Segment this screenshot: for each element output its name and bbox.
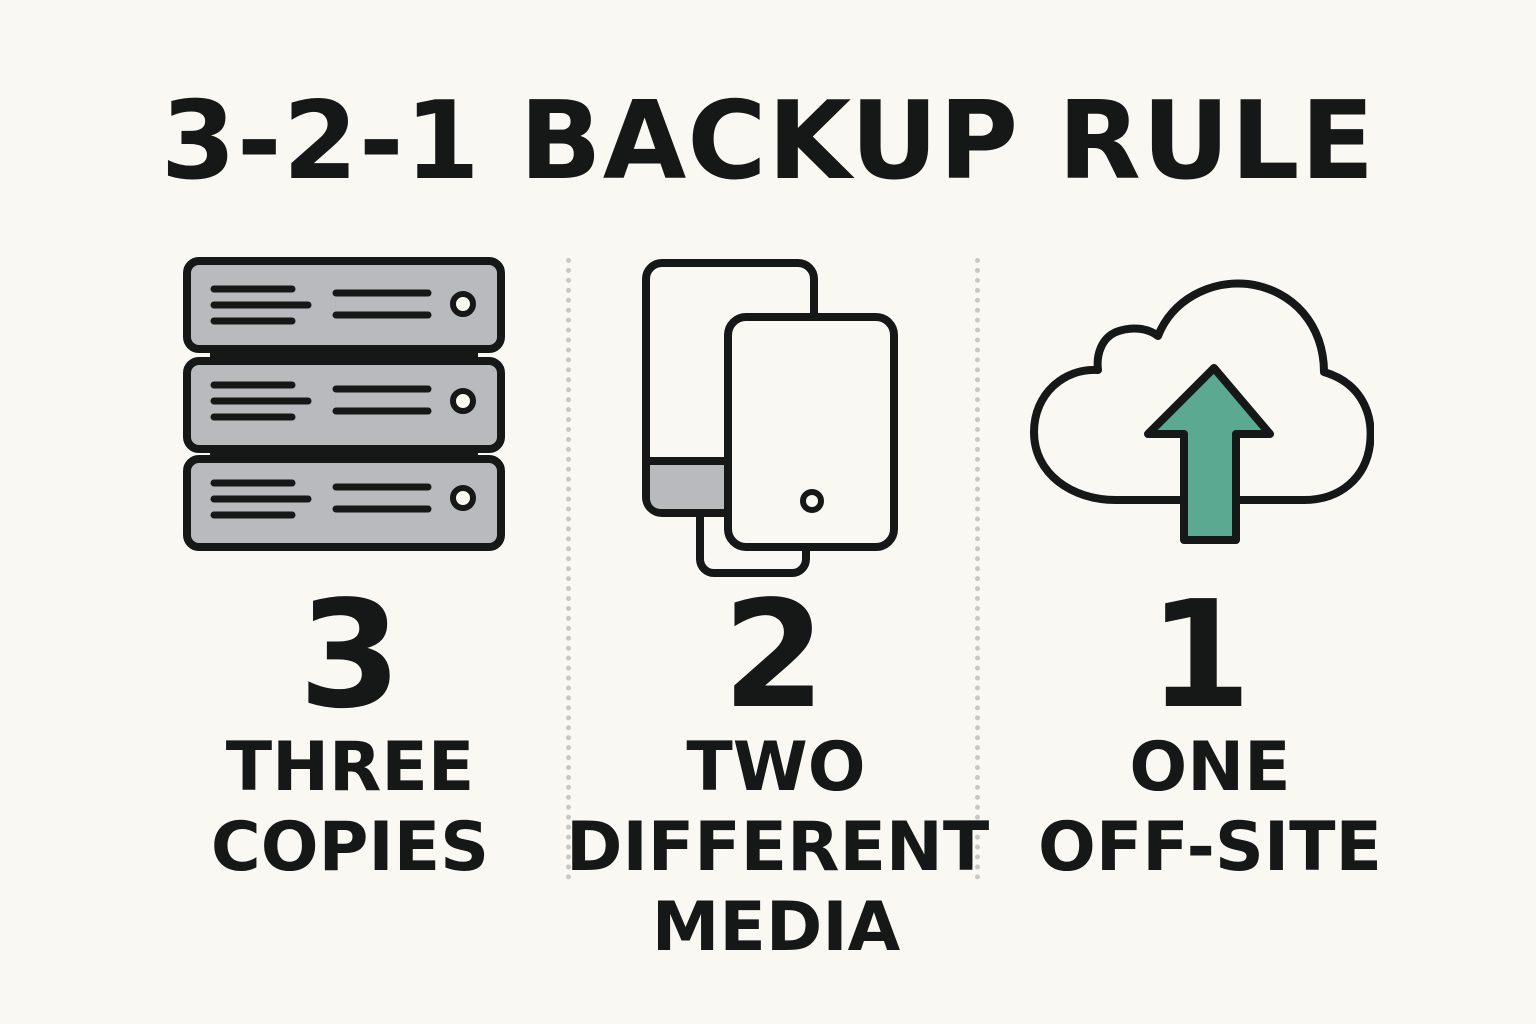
server-unit <box>183 257 505 353</box>
rule-label-line: TWO <box>686 728 866 807</box>
rule-label-line: ONE <box>1129 728 1291 807</box>
server-unit <box>183 357 505 453</box>
rule-number: 1 <box>1148 569 1252 741</box>
rule-label-line: MEDIA <box>651 888 901 967</box>
rule-label-line: COPIES <box>210 808 490 887</box>
storage-devices-icon <box>642 259 898 577</box>
cloud-upload-icon <box>1030 279 1374 544</box>
server-stack-icon <box>183 257 505 551</box>
rule-number: 3 <box>298 569 402 741</box>
rule-label: THREE COPIES <box>140 728 560 888</box>
rule-label: ONE OFF-SITE <box>1000 728 1420 888</box>
rule-number: 2 <box>722 569 826 741</box>
rule-label-line: THREE <box>225 728 475 807</box>
rule-column-copies: 3 THREE COPIES <box>0 0 566 1024</box>
rule-label-line: DIFFERENT <box>566 808 990 887</box>
server-unit <box>183 455 505 551</box>
page-title: 3-2-1 BACKUP RULE <box>160 79 1376 204</box>
column-divider <box>975 258 980 880</box>
rule-label: TWO DIFFERENT MEDIA <box>566 728 990 968</box>
column-divider <box>566 258 571 880</box>
rule-label-line: OFF-SITE <box>1038 808 1382 887</box>
